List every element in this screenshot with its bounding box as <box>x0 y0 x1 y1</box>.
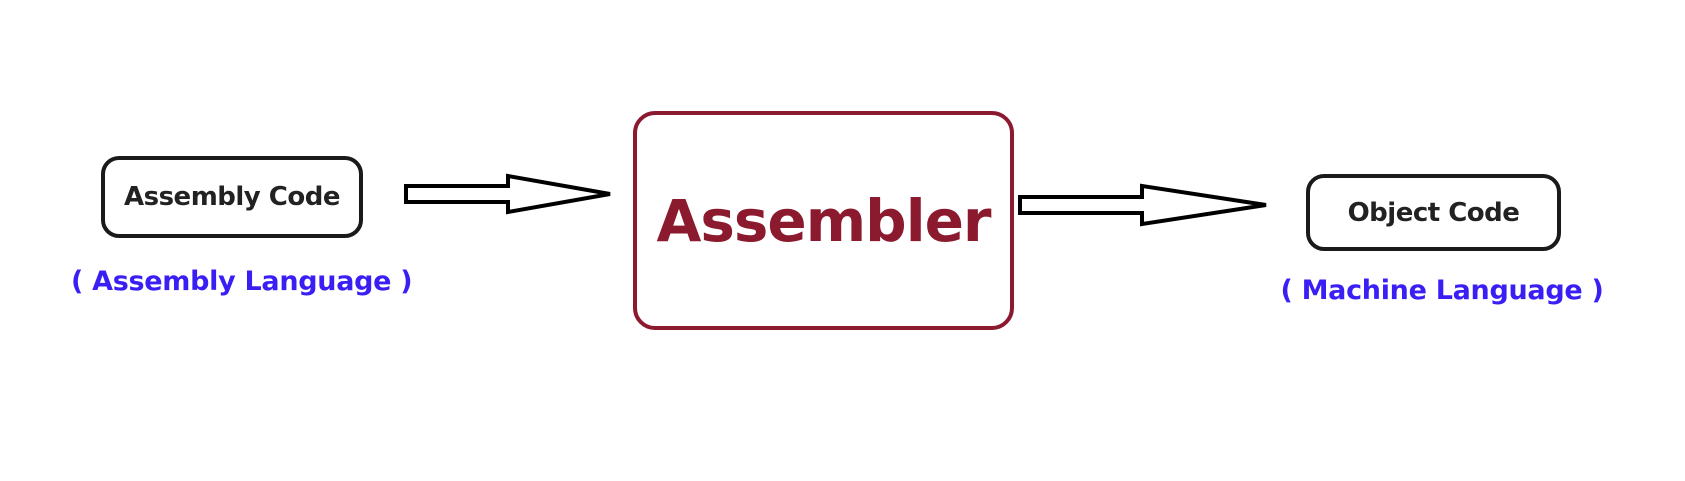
assembly-code-label: Assembly Code <box>123 182 341 212</box>
assembly-code-box: Assembly Code <box>101 156 363 238</box>
arrow-to-assembler <box>404 173 611 215</box>
arrow-right-icon <box>404 173 611 215</box>
arrow-to-object-code <box>1018 183 1267 227</box>
object-code-label: Object Code <box>1347 197 1520 228</box>
assembler-box: Assembler <box>633 111 1014 330</box>
assembler-label: Assembler <box>656 186 991 255</box>
object-code-box: Object Code <box>1306 174 1561 251</box>
machine-language-caption: ( Machine Language ) <box>1280 275 1604 306</box>
assembly-language-caption: ( Assembly Language ) <box>71 266 413 297</box>
arrow-right-icon <box>1018 183 1267 227</box>
